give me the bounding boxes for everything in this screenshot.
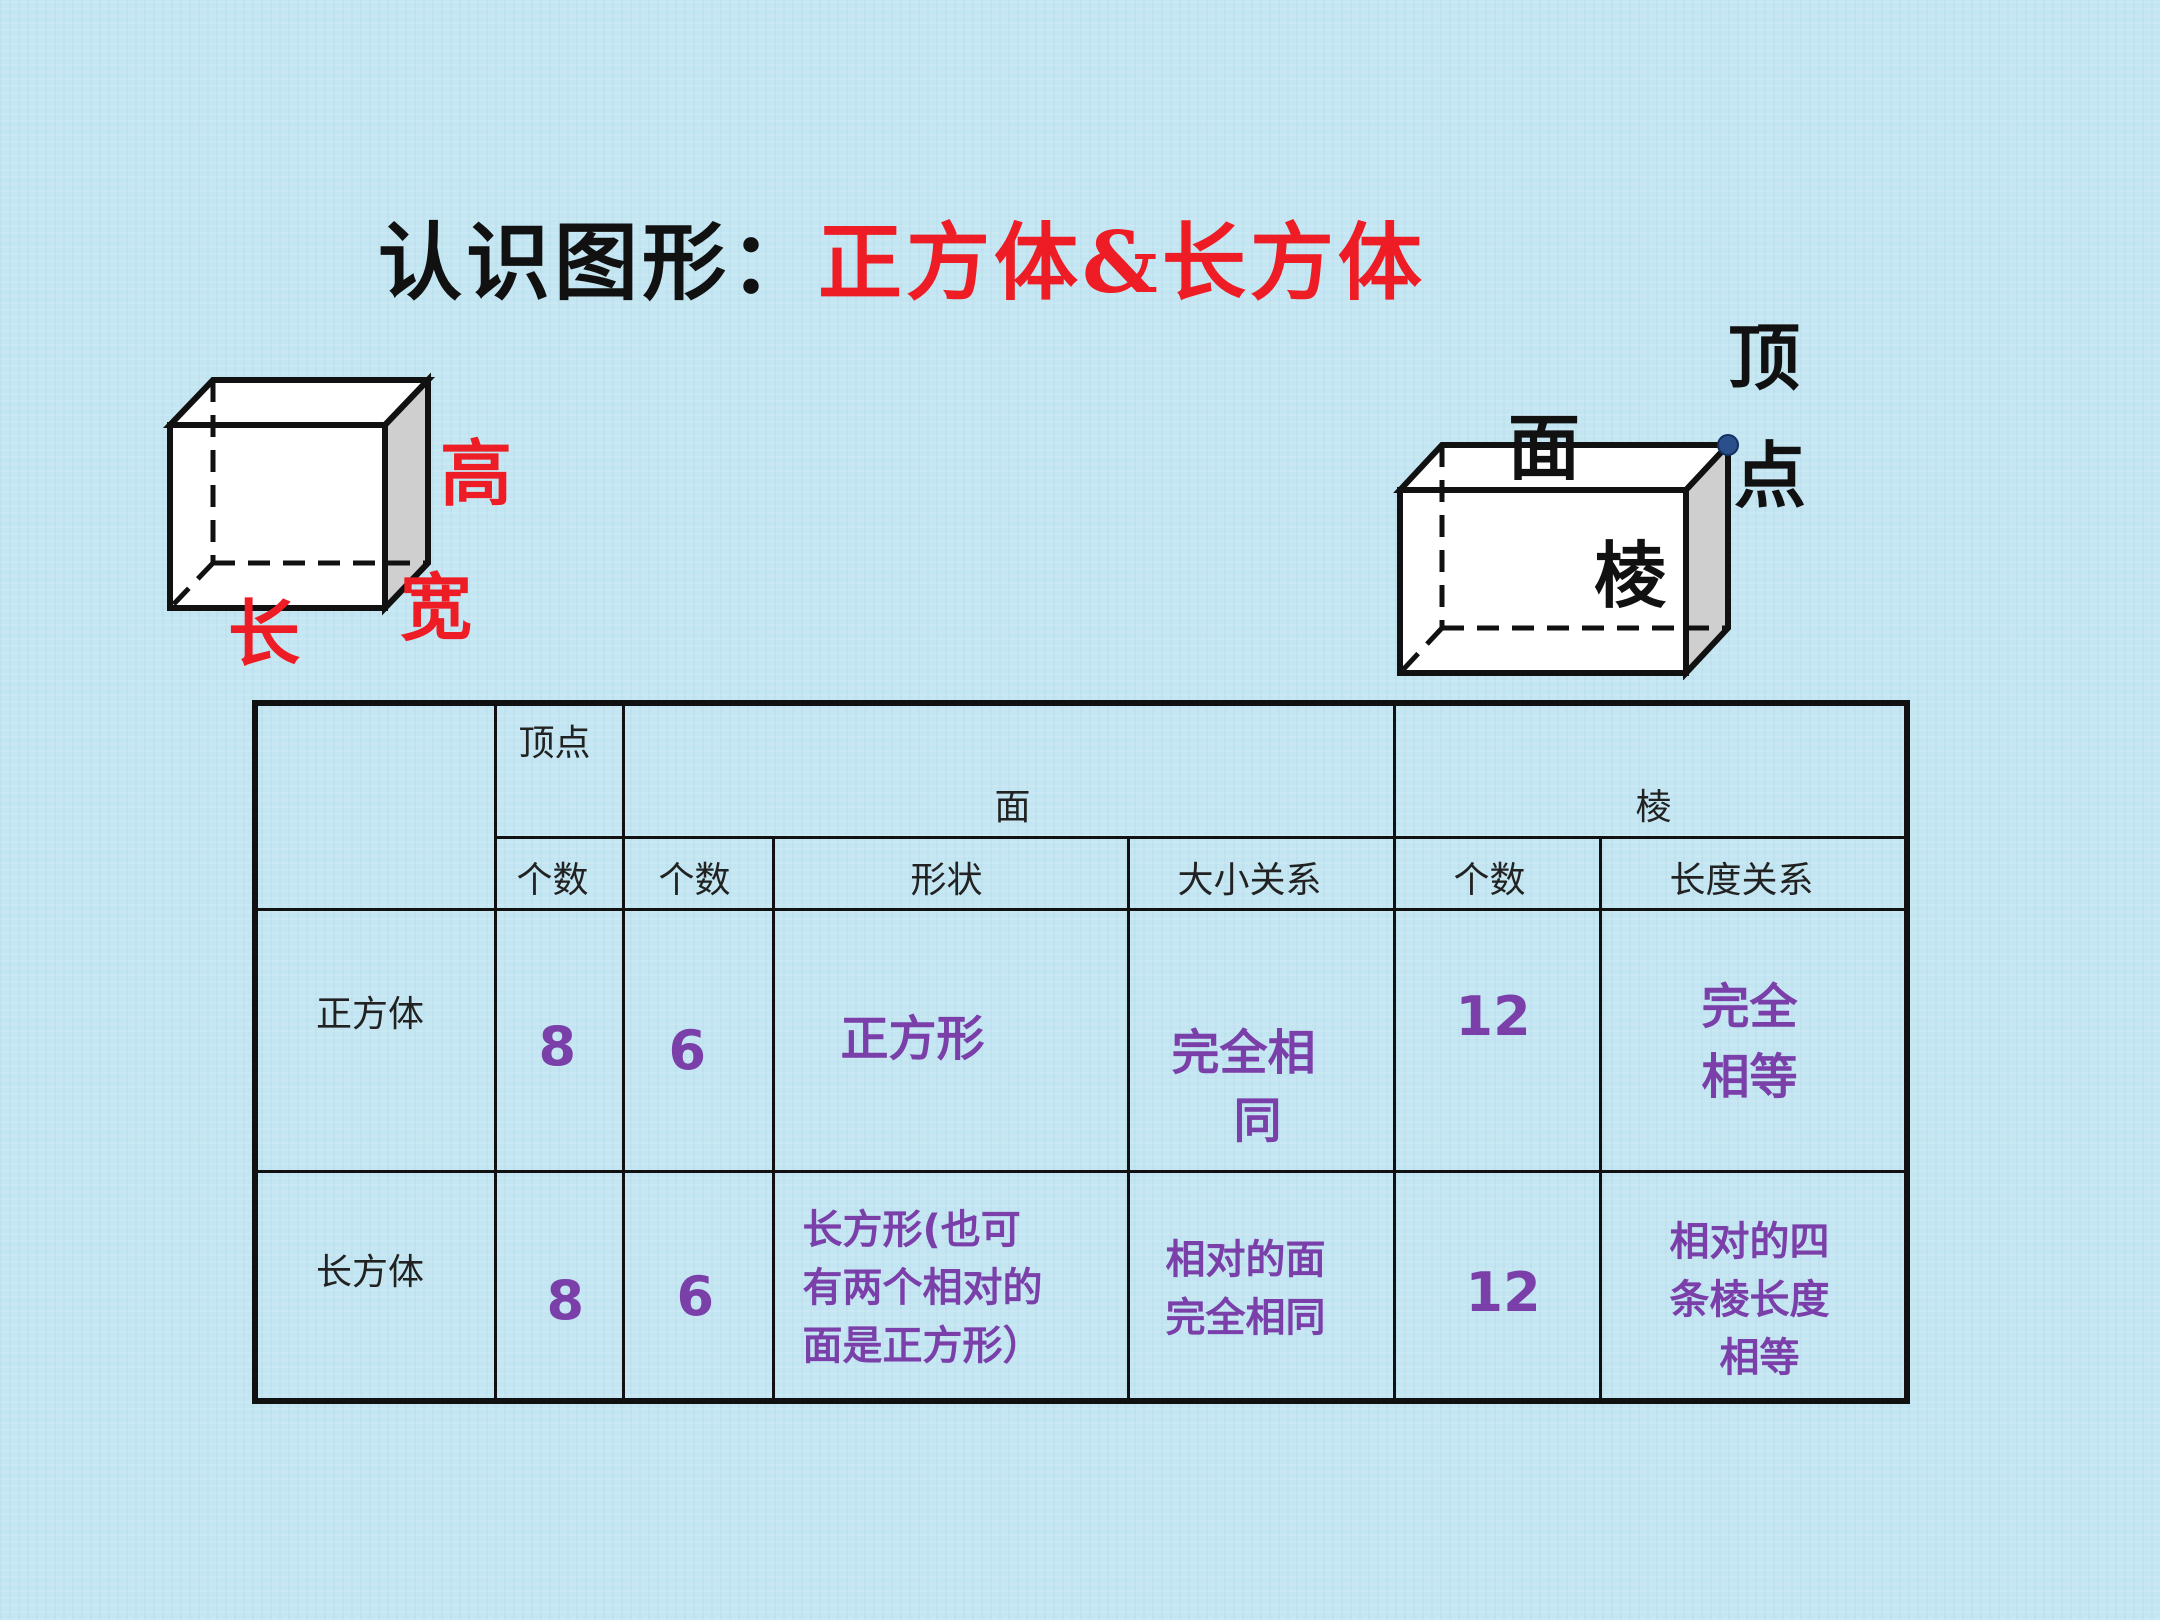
cuboid-face-shape: 长方形(也可 有两个相对的 面是正方形） <box>771 1169 1130 1403</box>
label-length: 长 <box>228 591 301 676</box>
header-vertex: 顶点 <box>493 701 625 839</box>
label-edge: 棱 <box>1594 533 1667 618</box>
label-height: 高 <box>440 431 513 516</box>
cuboid-diagram <box>1393 434 1739 680</box>
cube-face-count: 6 <box>621 907 775 1173</box>
subheader-face-count: 个数 <box>621 835 775 911</box>
subheader-edge-count: 个数 <box>1392 835 1602 911</box>
subheader-face-size: 大小关系 <box>1126 835 1396 911</box>
cuboid-face-size: 相对的面 完全相同 <box>1126 1169 1396 1403</box>
cube-diagram <box>162 372 436 616</box>
header-edge: 棱 <box>1392 701 1909 839</box>
cube-face-size: 完全相 同 <box>1126 907 1396 1173</box>
label-width: 宽 <box>400 565 473 650</box>
header-face: 面 <box>621 701 1396 839</box>
cube-vertex-count: 8 <box>493 907 625 1173</box>
cuboid-face-count: 6 <box>621 1169 775 1403</box>
label-vertex-1: 顶 <box>1728 315 1801 400</box>
page-title: 认识图形：正方体&长方体 <box>378 196 1426 317</box>
cube-edge-count: 12 <box>1392 907 1602 1173</box>
row-label-cuboid: 长方体 <box>253 1169 497 1403</box>
cube-edge-length: 完全 相等 <box>1598 907 1909 1173</box>
row-label-cube: 正方体 <box>253 907 497 1173</box>
label-face: 面 <box>1508 405 1581 490</box>
cuboid-vertex-count: 8 <box>493 1169 625 1403</box>
table-row: 正方体 8 6 正方形 完全相 同 12 完全 相等 <box>253 907 1909 1173</box>
title-prefix: 认识图形： <box>378 213 819 312</box>
comparison-table: 顶点 面 棱 个数 个数 形状 大小关系 个数 长度关系 正方体 8 6 正方形… <box>252 700 1910 1404</box>
corner-cell <box>253 701 497 911</box>
cube-face-shape: 正方形 <box>771 907 1130 1173</box>
subheader-face-shape: 形状 <box>771 835 1130 911</box>
label-vertex-2: 点 <box>1734 433 1807 518</box>
subheader-edge-length: 长度关系 <box>1598 835 1909 911</box>
table-row: 长方体 8 6 长方形(也可 有两个相对的 面是正方形） 相对的面 完全相同 1… <box>253 1169 1909 1403</box>
title-highlight: 正方体&长方体 <box>818 213 1426 312</box>
cuboid-edge-length: 相对的四 条棱长度 相等 <box>1598 1169 1909 1403</box>
cuboid-edge-count: 12 <box>1392 1169 1602 1403</box>
subheader-vertex-count: 个数 <box>493 835 625 911</box>
